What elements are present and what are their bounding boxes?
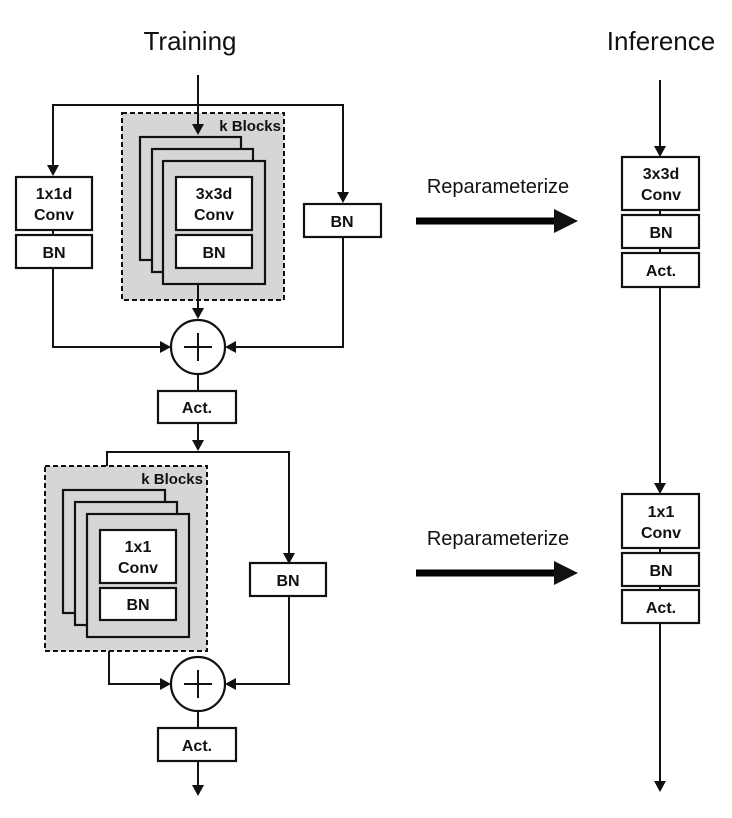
arrow-head-icon xyxy=(47,165,59,176)
activation-box xyxy=(620,251,701,289)
inference-title: Inference xyxy=(607,26,715,56)
right-merge-line xyxy=(236,237,344,348)
conv-1x1-label-line1: 1x1 xyxy=(648,504,675,521)
training-stage-1: k Blocks 3x3d Conv BN 1x1d Conv BN BN xyxy=(14,75,383,451)
conv-1x1d-label-line2: Conv xyxy=(34,207,74,224)
conv-1x1-label-line2: Conv xyxy=(641,525,681,542)
bn-label: BN xyxy=(276,573,299,590)
arrow-head-icon xyxy=(192,308,204,319)
bn-box-middle xyxy=(174,233,254,270)
bn-box-right xyxy=(248,561,328,598)
bn-label: BN xyxy=(202,245,225,262)
arrow-head-icon xyxy=(654,483,666,494)
bn-box-right xyxy=(302,202,383,239)
arrow-head-icon xyxy=(554,561,578,585)
arrow-head-icon xyxy=(192,440,204,451)
conv-1x1d-label-line1: 1x1d xyxy=(36,186,72,203)
reparameterize-label: Reparameterize xyxy=(427,176,569,198)
arrow-head-icon xyxy=(337,192,349,203)
activation-label: Act. xyxy=(182,738,212,755)
k-blocks-label: k Blocks xyxy=(141,471,203,488)
bn-label: BN xyxy=(330,214,353,231)
conv-3x3d-label-line2: Conv xyxy=(194,207,234,224)
conv-3x3d-label-line1: 3x3d xyxy=(196,186,232,203)
training-stage-2: k Blocks 1x1 Conv BN BN Act. xyxy=(44,451,328,796)
conv-1x1-label-line1: 1x1 xyxy=(125,539,152,556)
conv-3x3d-label-line1: 3x3d xyxy=(643,166,679,183)
reparameterize-label: Reparameterize xyxy=(427,528,569,550)
right-merge-line xyxy=(236,596,290,685)
conv-1x1-label-line2: Conv xyxy=(118,560,158,577)
k-blocks-label: k Blocks xyxy=(219,118,281,135)
reparameterize-transition-2: Reparameterize xyxy=(416,528,578,585)
arrow-head-icon xyxy=(192,124,204,135)
left-merge-line xyxy=(108,651,160,685)
conv-3x3d-box xyxy=(620,155,701,212)
split-line xyxy=(52,104,344,192)
arrow-head-icon xyxy=(654,146,666,157)
conv-1x1-box xyxy=(98,528,178,585)
activation-label: Act. xyxy=(646,600,676,617)
arrow-head-icon xyxy=(192,785,204,796)
bn-label: BN xyxy=(42,245,65,262)
conv-1x1d-box xyxy=(14,175,94,232)
arrow-head-icon xyxy=(225,341,236,353)
conv-3x3d-box xyxy=(174,175,254,232)
split-line xyxy=(106,451,290,553)
arrow-head-icon xyxy=(160,341,171,353)
arrow-head-icon xyxy=(554,209,578,233)
activation-label: Act. xyxy=(182,400,212,417)
reparameterize-transition-1: Reparameterize xyxy=(416,176,578,233)
arrow-head-icon xyxy=(225,678,236,690)
arrow-head-icon xyxy=(283,553,295,564)
inference-pipeline: 3x3d Conv BN Act. 1x1 Conv BN Act. xyxy=(620,80,701,792)
bn-label: BN xyxy=(649,225,672,242)
bn-box-left xyxy=(98,586,178,622)
bn-label: BN xyxy=(649,563,672,580)
arrow-head-icon xyxy=(160,678,171,690)
activation-box xyxy=(156,726,238,763)
training-title: Training xyxy=(144,26,237,56)
arrow-head-icon xyxy=(654,781,666,792)
activation-label: Act. xyxy=(646,263,676,280)
left-merge-line xyxy=(52,268,160,348)
bn-label: BN xyxy=(126,597,149,614)
conv-3x3d-label-line2: Conv xyxy=(641,187,681,204)
